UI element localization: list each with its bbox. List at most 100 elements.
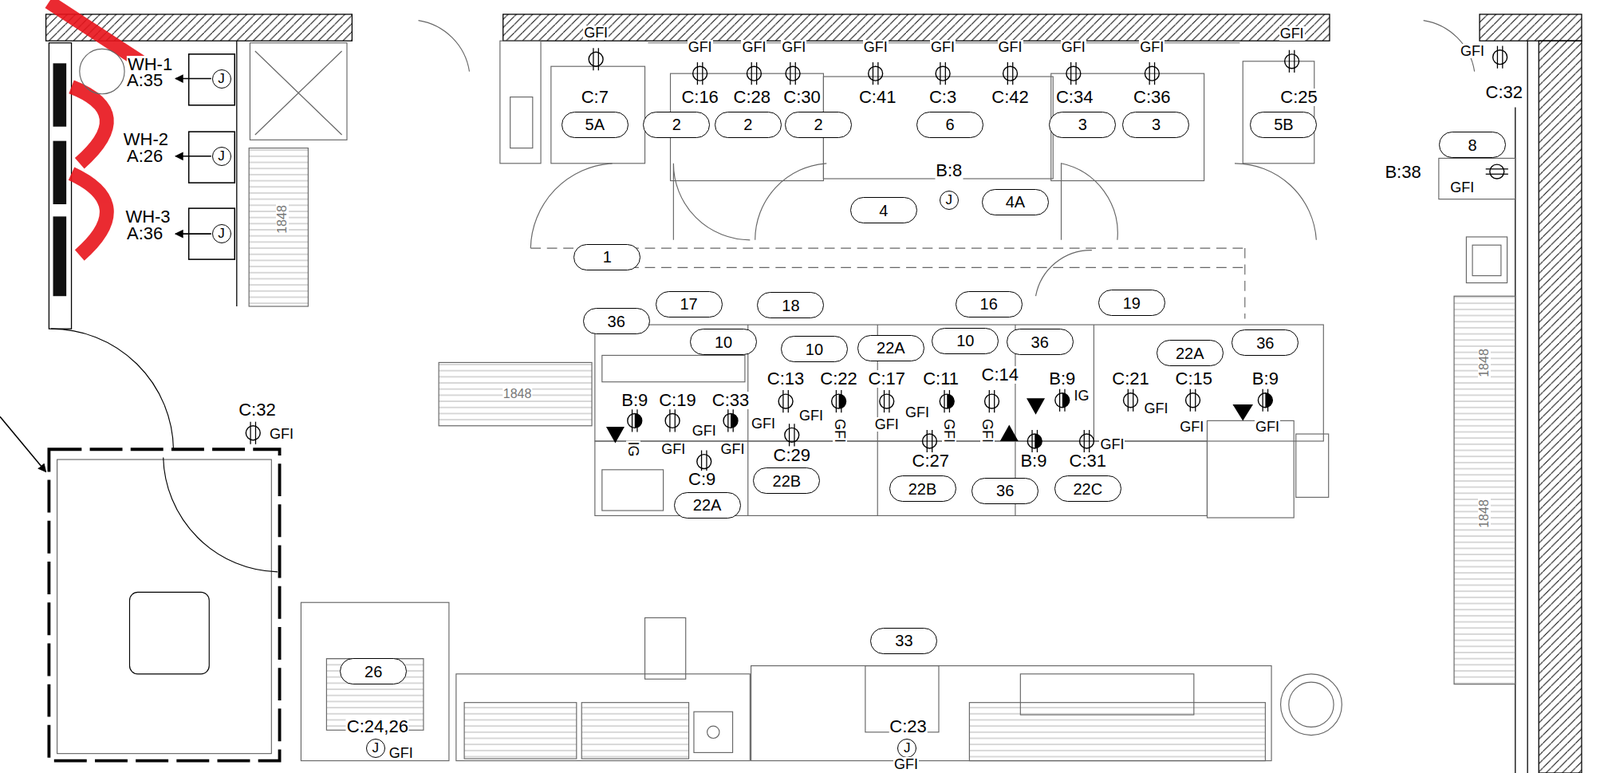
circuit-label: C:19 — [658, 391, 697, 410]
equipment-number: 36 — [1256, 334, 1274, 351]
equipment-name: WH-2 — [122, 130, 170, 149]
equipment-number: 10 — [805, 341, 824, 358]
equipment-tag: 22B — [752, 467, 820, 494]
fixture — [255, 51, 343, 135]
wall — [1538, 40, 1582, 773]
water-heater — [175, 54, 235, 260]
wall-column — [53, 63, 67, 296]
receptacle-symbol — [693, 62, 708, 85]
gfi-label: GFI — [1449, 180, 1475, 195]
fixture — [612, 267, 1246, 268]
fixture — [456, 673, 750, 761]
circuit-label: C:32 — [237, 401, 276, 419]
circuit-label: B:8 — [934, 161, 963, 180]
equipment-tag: 22A — [1156, 339, 1224, 367]
equipment-number: 2 — [743, 116, 753, 133]
equipment-number: 3 — [1078, 116, 1088, 133]
gfi-label: GFI — [930, 39, 956, 55]
gfi-label: IG — [626, 440, 641, 458]
red-stamp — [71, 86, 107, 164]
receptacle-symbol — [778, 390, 793, 413]
fixture — [464, 702, 577, 759]
equipment-tag: 8 — [1438, 131, 1506, 158]
circuit-label: A:36 — [126, 224, 164, 243]
equipment-name: WH-1 — [126, 55, 174, 74]
junction-letter: J — [217, 226, 225, 241]
circuit-label: C:25 — [1279, 88, 1318, 107]
equipment-tag: 22B — [889, 475, 957, 502]
equipment-number: 8 — [1468, 137, 1478, 154]
receptacle-symbol — [665, 409, 680, 432]
wall-line — [1527, 40, 1529, 773]
receptacle-symbol — [939, 390, 954, 413]
fixture — [1036, 250, 1092, 297]
fixture — [1061, 163, 1119, 241]
equipment-tag: 33 — [870, 627, 938, 655]
fixture — [1472, 244, 1502, 276]
rack-label: 1848 — [275, 204, 289, 235]
fixture — [1454, 295, 1516, 684]
junction-letter: J — [945, 193, 954, 207]
circuit-label: C:29 — [772, 446, 812, 465]
wall-column — [53, 216, 67, 296]
equipment-tag: 6 — [916, 111, 984, 138]
receptacle-symbol — [831, 390, 847, 413]
receptacle-symbol — [1186, 389, 1201, 412]
circuit-label: C:28 — [733, 88, 772, 107]
receptacle-symbol — [784, 423, 800, 446]
circuit-label: C:21 — [1111, 370, 1150, 388]
equipment-number: 36 — [996, 482, 1014, 499]
walk-in-cooler — [51, 328, 174, 450]
water-heater — [189, 131, 236, 183]
floor-box-triangle — [606, 398, 1254, 443]
equipment-number: 16 — [980, 295, 998, 312]
gfi-label: GFI — [1099, 437, 1125, 452]
walk-in-cooler — [48, 449, 280, 761]
gfi-label: IG — [1073, 388, 1091, 403]
gfi-label: GFI — [583, 25, 609, 40]
equipment-tag: 36 — [1006, 328, 1074, 355]
receptacle-symbol — [627, 409, 643, 432]
equipment-tag: 2 — [642, 111, 710, 138]
gfi-label: GFI — [780, 39, 807, 55]
fixture — [1093, 324, 1095, 442]
equipment-tag: 36 — [583, 307, 651, 335]
equipment-number: 22A — [876, 339, 906, 356]
fixture — [602, 354, 745, 382]
receptacle-symbol — [1493, 46, 1508, 69]
junction-letter: J — [217, 149, 225, 163]
equipment-number: 26 — [364, 663, 383, 680]
circuit-label: A:26 — [126, 147, 164, 166]
circuit-label: C:16 — [680, 88, 719, 107]
gfi-label: GFI — [874, 417, 900, 432]
equipment-number: 5B — [1273, 116, 1293, 133]
junction-box: J — [212, 146, 232, 166]
junction-letter: J — [217, 71, 225, 86]
fixture — [823, 76, 1053, 179]
equipment-tag: 16 — [955, 291, 1023, 318]
junction-box: J — [366, 738, 386, 758]
fixture — [673, 163, 750, 241]
equipment-number: 19 — [1123, 295, 1141, 312]
receptacle-symbol — [1284, 50, 1300, 73]
equipment-number: 18 — [781, 297, 800, 314]
circuit-label: C:42 — [990, 88, 1029, 107]
equipment-number: 36 — [607, 313, 626, 330]
wall — [46, 14, 1582, 773]
circuit-label: B:9 — [1251, 370, 1280, 388]
gfi-label: GFI — [798, 408, 824, 423]
gfi-label: GFI — [1178, 419, 1205, 434]
receptacle-symbol — [1144, 62, 1159, 85]
floor-box-triangle — [1000, 425, 1019, 442]
equipment-number: 10 — [714, 334, 733, 351]
wall — [1479, 14, 1582, 41]
receptacle-symbol — [1027, 429, 1042, 453]
junction-box: J — [212, 69, 232, 89]
circuit-label: C:30 — [782, 88, 821, 107]
gfi-label: GFI — [941, 417, 957, 444]
red-stamp — [71, 173, 107, 256]
circuit-label: C:3 — [928, 88, 958, 107]
gfi-label: GFI — [750, 416, 777, 431]
walk-in-cooler — [0, 328, 280, 761]
receptacle-symbol — [697, 450, 712, 473]
